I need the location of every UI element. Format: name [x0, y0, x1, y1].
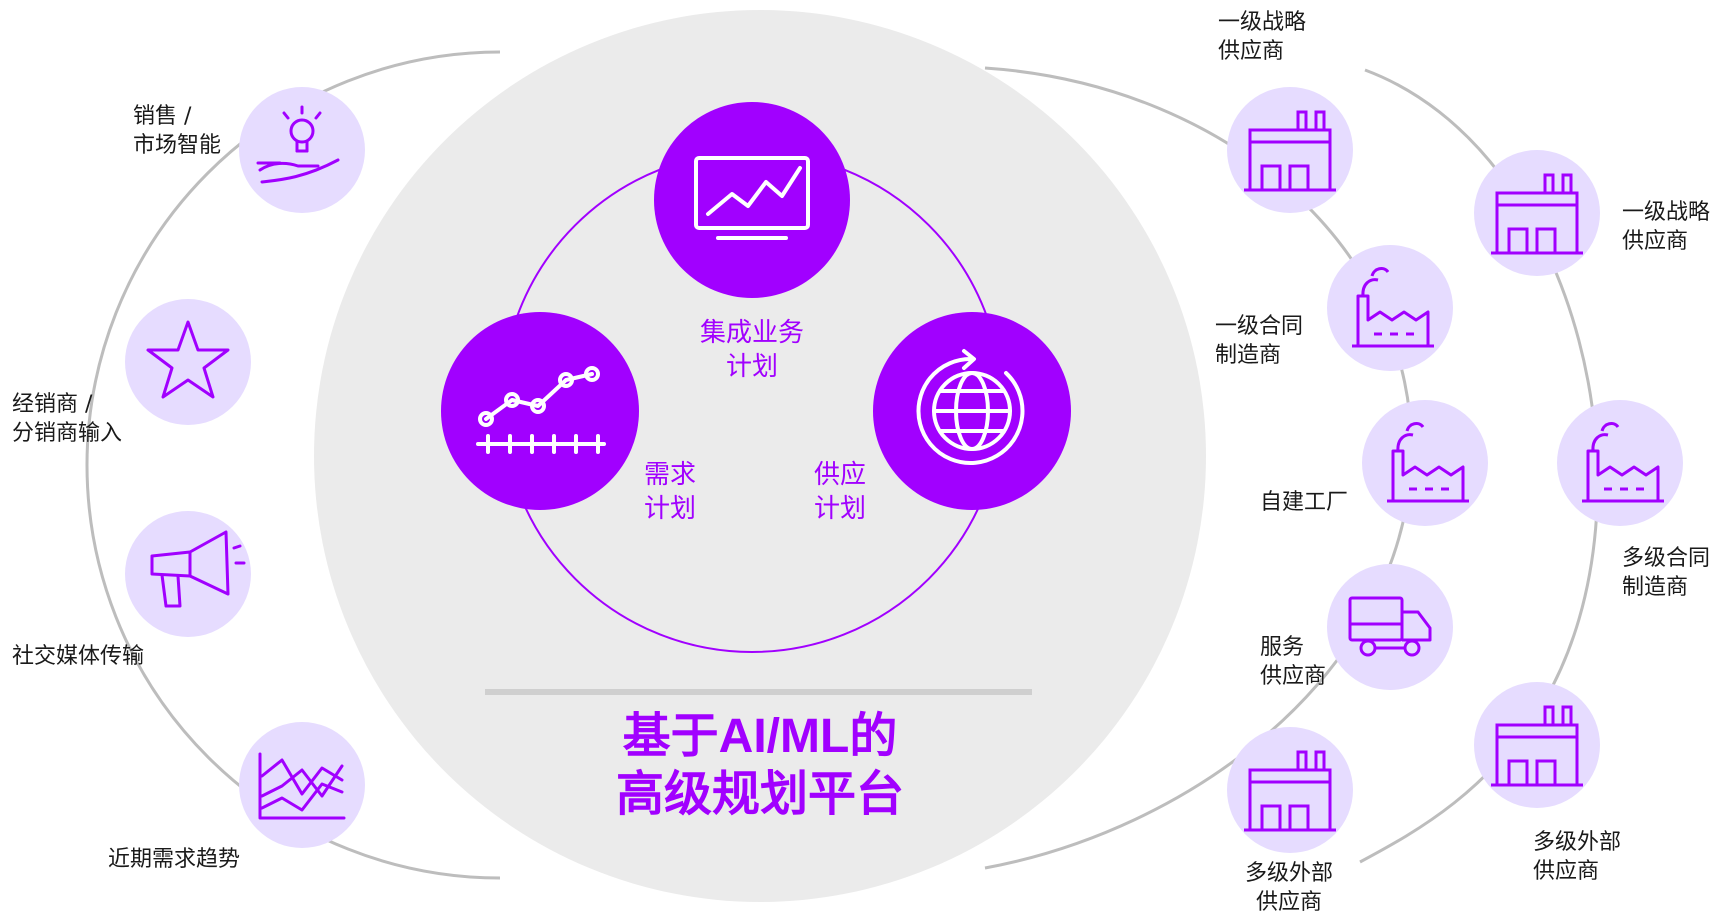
node-sales-market-intelligence	[239, 87, 365, 213]
hub-label-supply-planning: 供应 计划	[813, 460, 866, 524]
platform-background	[314, 10, 1206, 902]
node-inner-tier1-strategic-supplier	[1227, 87, 1353, 213]
node-outer-multi-tier-external-supplier	[1474, 682, 1600, 808]
node-social-media	[125, 511, 251, 637]
line-chart-icon	[476, 366, 606, 454]
factory-icon	[1244, 110, 1336, 192]
label-sales-market-intelligence: 销售 / 市场智能	[133, 104, 222, 158]
label-inner-multi-tier-external-supplier: 多级外部 供应商	[1244, 861, 1333, 915]
globe-refresh-icon	[916, 349, 1025, 465]
label-outer-multi-tier-external-supplier: 多级外部 供应商	[1533, 830, 1622, 884]
hub-supply-planning	[873, 312, 1071, 510]
lightbulb-hand-icon	[256, 105, 340, 184]
smoke-factory-icon	[1387, 422, 1469, 503]
megaphone-icon	[150, 530, 246, 608]
node-inner-multi-tier-external-supplier	[1227, 727, 1353, 853]
label-inner-own-factory: 自建工厂	[1260, 490, 1349, 515]
hub-integrated-planning	[654, 102, 850, 298]
platform-title: 基于AI/ML的 高级规划平台	[615, 710, 904, 821]
smoke-factory-icon	[1352, 267, 1434, 348]
label-distributor-input: 经销商 / 分销商输入	[12, 392, 123, 446]
smoke-factory-icon	[1582, 422, 1664, 503]
hub-label-integrated-planning: 集成业务 计划	[699, 318, 804, 382]
node-outer-tier1-strategic-supplier	[1474, 150, 1600, 276]
label-near-term-trends: 近期需求趋势	[108, 847, 241, 872]
trend-chart-icon	[258, 752, 346, 820]
truck-icon	[1348, 596, 1432, 657]
factory-icon	[1244, 750, 1336, 832]
label-inner-tier1-contract-manufacturer: 一级合同 制造商	[1215, 314, 1304, 368]
label-social-media: 社交媒体传输	[12, 644, 145, 669]
label-inner-service-provider: 服务 供应商	[1260, 635, 1327, 689]
factory-icon	[1491, 173, 1583, 255]
node-near-term-trends	[239, 722, 365, 848]
star-icon	[146, 320, 230, 399]
label-inner-tier1-strategic-supplier: 一级战略 供应商	[1218, 10, 1307, 64]
node-distributor-input	[125, 299, 251, 425]
label-outer-multi-tier-contract-manufacturer: 多级合同 制造商	[1622, 546, 1711, 600]
label-outer-tier1-strategic-supplier: 一级战略 供应商	[1622, 200, 1711, 254]
monitor-chart-icon	[694, 156, 810, 240]
hub-label-demand-planning: 需求 计划	[643, 460, 696, 524]
node-inner-tier1-contract-manufacturer	[1327, 245, 1453, 371]
node-inner-own-factory	[1362, 400, 1488, 526]
hub-demand-planning	[441, 312, 639, 510]
factory-icon	[1491, 705, 1583, 787]
node-inner-service-provider	[1327, 564, 1453, 690]
node-outer-multi-tier-contract-manufacturer	[1557, 400, 1683, 526]
